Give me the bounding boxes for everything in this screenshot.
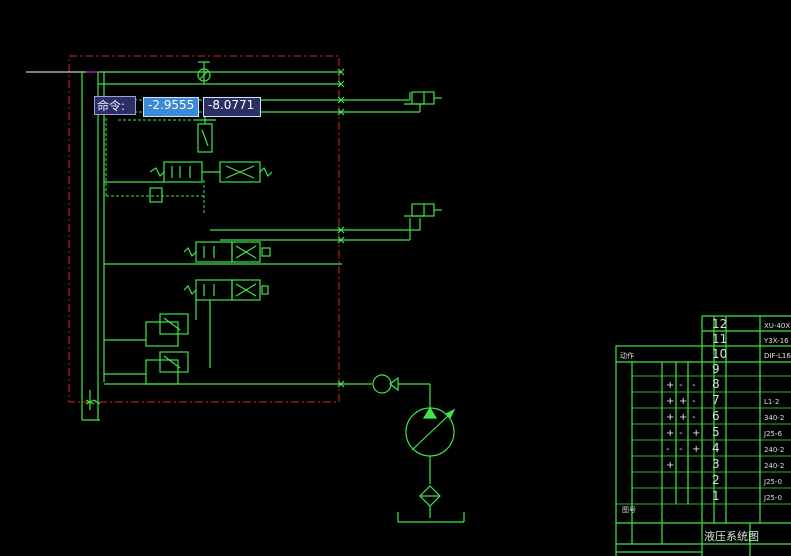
- tb-number: 1: [712, 489, 720, 503]
- tb-mark: +: [692, 444, 700, 455]
- tb-number: 10: [712, 347, 727, 361]
- tb-number: 2: [712, 473, 720, 487]
- tb-mark: +: [666, 428, 674, 439]
- tb-header-label: 动作: [620, 351, 634, 360]
- tb-footer-label: 图号: [622, 506, 636, 514]
- tb-mark: +: [692, 428, 700, 439]
- tb-mark: +: [666, 412, 674, 423]
- drawing-title: 液压系统图: [704, 529, 759, 543]
- main-pipes: [81, 72, 105, 421]
- tb-number: 7: [712, 393, 720, 407]
- cylinder-1-lines: [250, 92, 421, 116]
- tb-code: DIF-L16: [764, 352, 791, 360]
- tb-code: 240-2: [764, 446, 784, 454]
- directional-valve-3: [183, 279, 269, 368]
- tb-code: J25-0: [763, 494, 782, 502]
- tb-number: 5: [712, 425, 720, 439]
- pilot-lines: [104, 99, 342, 214]
- directional-valve-1: [104, 161, 273, 203]
- tb-number: 6: [712, 409, 720, 423]
- dynamic-input-x[interactable]: -2.9555: [143, 97, 199, 117]
- tb-code: J25-6: [763, 430, 782, 438]
- tb-number: 3: [712, 457, 720, 471]
- tb-mark: -: [666, 444, 670, 455]
- tb-code: 240-2: [764, 462, 784, 470]
- tb-mark: -: [679, 444, 683, 455]
- relief-valve: [194, 112, 216, 153]
- tb-mark: +: [666, 380, 674, 391]
- tb-number: 8: [712, 377, 720, 391]
- pump-circuit: [104, 374, 465, 523]
- tb-number: 9: [712, 362, 720, 376]
- tb-code: XU-40X: [764, 322, 790, 330]
- tb-code: 340-2: [764, 414, 784, 422]
- tb-mark: -: [692, 396, 696, 407]
- tb-mark: -: [679, 380, 683, 391]
- tb-number: 12: [712, 317, 727, 331]
- tb-mark: -: [679, 428, 683, 439]
- boundary-frame: [68, 55, 340, 403]
- tb-mark: +: [666, 396, 674, 407]
- sequence-valves: [104, 313, 189, 385]
- tb-mark: +: [679, 412, 687, 423]
- tb-mark: -: [692, 412, 696, 423]
- tb-code: L1-2: [764, 398, 779, 406]
- hydraulic-cylinder-1: [404, 91, 442, 105]
- tb-number: 11: [712, 332, 727, 346]
- tb-mark: +: [666, 460, 674, 471]
- dynamic-input-y[interactable]: -8.0771: [203, 97, 261, 117]
- top-lines: [98, 61, 345, 88]
- tb-number: 4: [712, 441, 720, 455]
- cylinder-2-lines: [104, 218, 421, 265]
- tb-code: Y3X-16: [763, 337, 789, 345]
- title-block-rows: [616, 375, 791, 505]
- tb-mark: -: [692, 380, 696, 391]
- tb-code: J25-0: [763, 478, 782, 486]
- hydraulic-cylinder-2: [404, 203, 442, 217]
- tb-mark: +: [679, 396, 687, 407]
- title-block-marks: +--++-++-+-+--++: [666, 380, 700, 471]
- command-prompt-label: 命令:: [94, 96, 136, 115]
- directional-valve-2: [183, 241, 271, 263]
